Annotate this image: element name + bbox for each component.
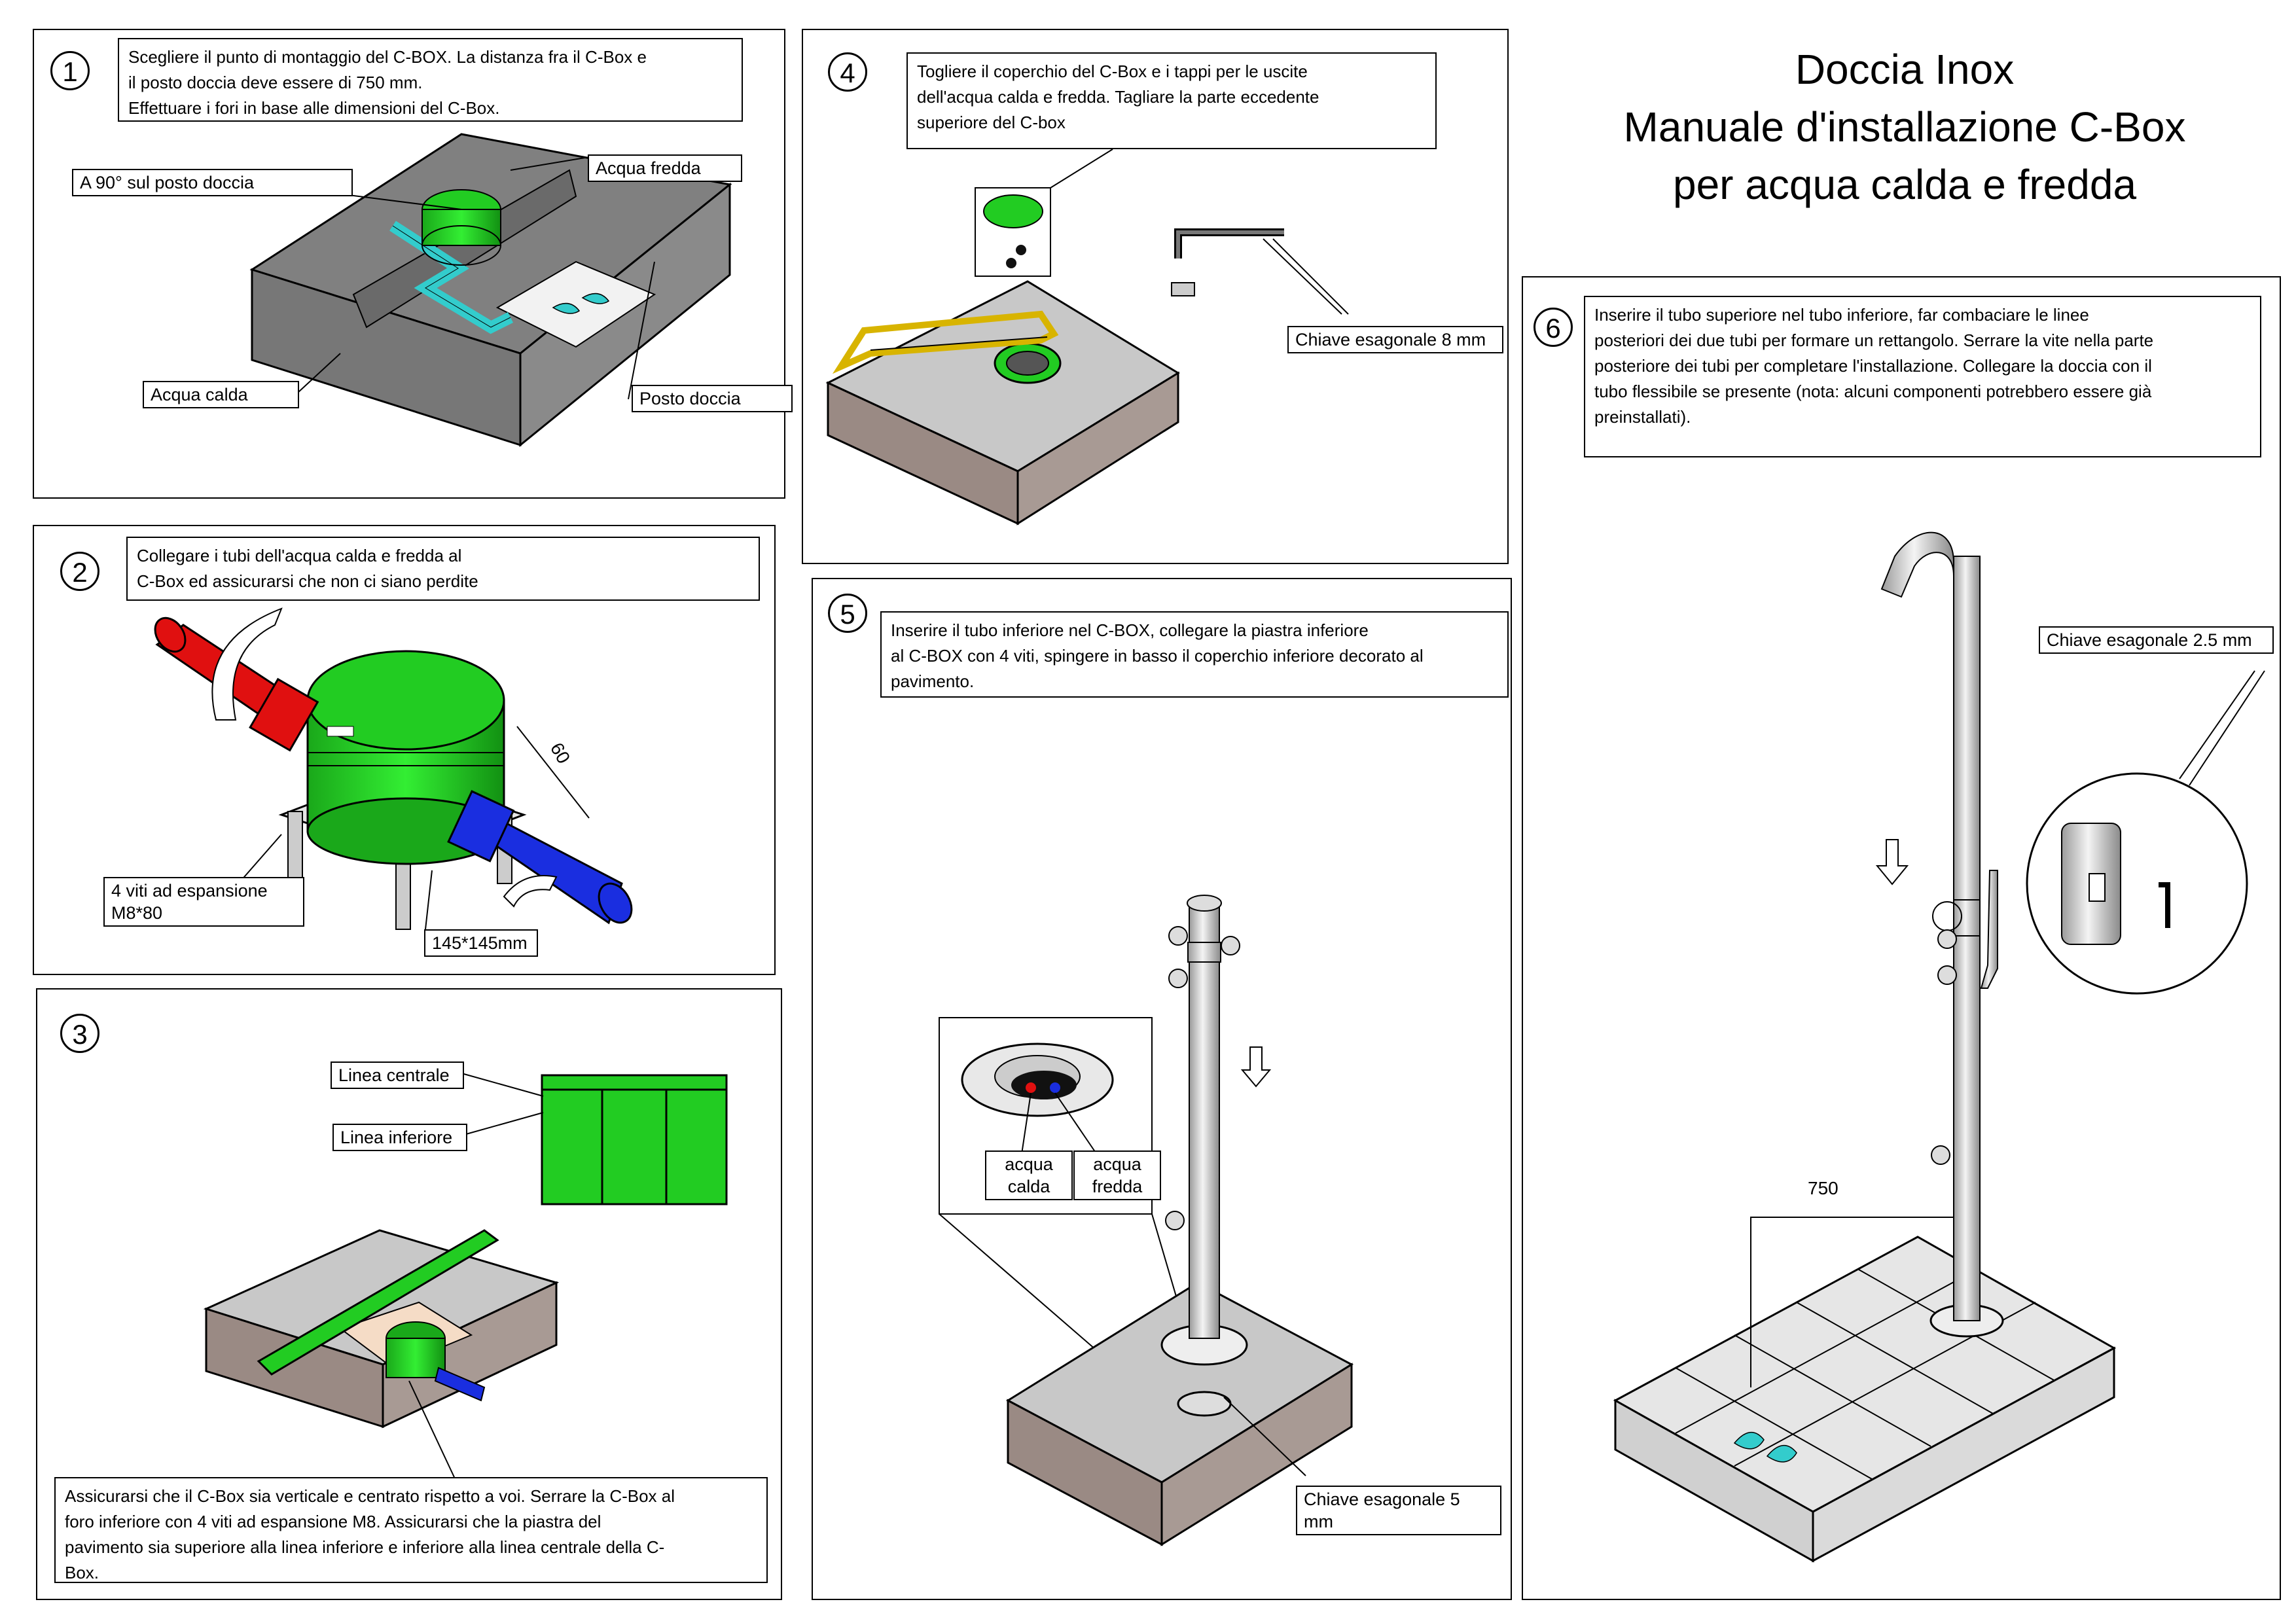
- hand-shower: [1980, 870, 1998, 989]
- foot-tap: [1931, 1145, 1950, 1165]
- mixer-valve-2: [1937, 965, 1957, 985]
- level-ruler: [257, 1229, 499, 1376]
- label-plate: [327, 726, 354, 737]
- valve-4: [1165, 1211, 1185, 1230]
- shower-column: [1953, 556, 1981, 1321]
- title-line-2: Manuale d'installazione C-Box: [1623, 103, 2186, 151]
- step4-number: 4: [828, 52, 867, 92]
- step1-illustration: [249, 133, 732, 448]
- step2-illustration: [154, 607, 633, 930]
- label-hex-key-2-5mm: Chiave esagonale 2.5 mm: [2039, 626, 2274, 654]
- hex-key-2-5mm: [2159, 882, 2170, 928]
- footprint-icon: [1733, 1432, 1797, 1463]
- label-90-degrees: A 90° sul posto doccia: [72, 169, 353, 196]
- lower-tube: [1189, 902, 1220, 1339]
- cbox-side-view-top: [541, 1074, 728, 1091]
- label-cold-water-detail: acqua fredda: [1073, 1150, 1161, 1200]
- label-hot-water-detail: acqua calda: [985, 1150, 1073, 1200]
- shower-head-arm: [1880, 531, 1954, 598]
- cold-pipe-small: [434, 1366, 486, 1402]
- hex-key-8mm: [1174, 228, 1284, 259]
- step6-number: 6: [1534, 308, 1573, 347]
- bolt-2: [395, 857, 411, 930]
- rotate-arrow-hot: [211, 607, 283, 721]
- label-center-line: Linea centrale: [331, 1061, 464, 1089]
- label-hot-water: Acqua calda: [143, 381, 299, 408]
- label-cold-water: Acqua fredda: [588, 154, 742, 182]
- cap-lid: [983, 194, 1043, 228]
- mixer-valve-1: [1937, 929, 1957, 949]
- step2-number: 2: [60, 552, 99, 591]
- detail-circle: [2026, 772, 2248, 995]
- step3-number: 3: [60, 1014, 99, 1053]
- down-arrow: [1240, 1046, 1272, 1088]
- plug: [1171, 282, 1195, 296]
- dimension-750: 750: [1808, 1178, 1839, 1198]
- label-hex-key-5mm: Chiave esagonale 5 mm: [1296, 1486, 1501, 1535]
- cbox-body: [422, 209, 501, 246]
- cbox-side-view-body: [541, 1088, 728, 1205]
- label-plate-size: 145*145mm: [424, 929, 538, 957]
- footprint-icon: [552, 293, 610, 314]
- step5-illustration: [939, 895, 1354, 1546]
- down-arrow: [1875, 839, 1909, 885]
- step5-instruction: Inserire il tubo inferiore nel C-BOX, co…: [880, 611, 1509, 698]
- step1-instruction: Scegliere il punto di montaggio del C-BO…: [118, 38, 743, 122]
- rotate-arrow-cold: [503, 875, 558, 908]
- step4-instruction: Togliere il coperchio del C-Box e i tapp…: [906, 52, 1437, 149]
- valve-2: [1221, 936, 1240, 955]
- hacksaw: [832, 310, 1059, 374]
- step2-instruction: Collegare i tubi dell'acqua calda e fred…: [126, 537, 760, 601]
- step6-instruction: Inserire il tubo superiore nel tubo infe…: [1584, 296, 2261, 457]
- title-line-1: Doccia Inox: [1795, 46, 2015, 93]
- step6-illustration: [1613, 531, 2265, 1563]
- label-hex-key-8mm: Chiave esagonale 8 mm: [1287, 326, 1503, 353]
- step5-number: 5: [828, 594, 867, 633]
- document-title: Doccia Inox Manuale d'installazione C-Bo…: [1525, 41, 2284, 213]
- shower-spot-area: [495, 260, 656, 348]
- title-line-3: per acqua calda e fredda: [1672, 161, 2137, 208]
- label-expansion-screws: 4 viti ad espansione M8*80: [103, 877, 304, 927]
- step4-illustration: [825, 149, 1349, 526]
- valve-3: [1168, 969, 1188, 988]
- valve-1: [1168, 926, 1188, 946]
- label-lower-line: Linea inferiore: [332, 1124, 467, 1151]
- step1-number: 1: [50, 51, 90, 90]
- label-shower-spot: Posto doccia: [632, 385, 793, 412]
- step3-illustration: [203, 1073, 728, 1486]
- dimension-line-750: [1750, 1165, 1954, 1387]
- step3-instruction: Assicurarsi che il C-Box sia verticale e…: [54, 1477, 768, 1583]
